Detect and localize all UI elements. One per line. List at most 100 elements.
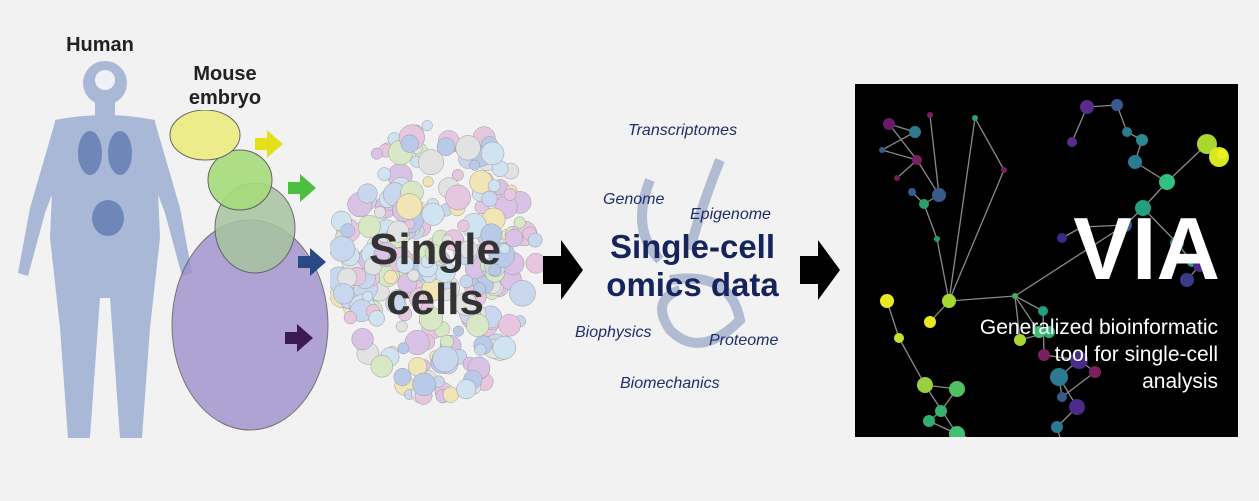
graph-node (1122, 127, 1132, 137)
cell (370, 147, 383, 160)
cell (357, 215, 381, 238)
protein-structure-icon (637, 158, 746, 348)
via-title: VIA (1073, 199, 1220, 298)
graph-node (894, 333, 904, 343)
cell (351, 328, 374, 351)
cell (480, 141, 505, 166)
human-label: Human (66, 34, 134, 56)
graph-node (1128, 155, 1142, 169)
cell (487, 179, 501, 193)
graph-node (1051, 421, 1063, 433)
cell (492, 336, 516, 360)
cell (472, 282, 486, 295)
cell (407, 269, 420, 282)
cell (397, 342, 410, 355)
graph-node (924, 316, 936, 328)
cell (374, 206, 386, 219)
mouse-embryos-icon (169, 110, 329, 431)
graph-node (1012, 293, 1018, 299)
via-graph-panel: VIA Generalized bioinformatic tool for s… (855, 84, 1238, 470)
cell (488, 263, 502, 277)
cell (418, 149, 444, 176)
graph-edge (1061, 371, 1096, 398)
cell (333, 283, 355, 305)
cell (395, 255, 414, 274)
graph-node (1014, 334, 1026, 346)
cell (504, 228, 524, 248)
graph-node (1069, 399, 1085, 415)
cell (480, 223, 503, 246)
cell (385, 293, 406, 314)
graph-node (1033, 326, 1045, 338)
cell (412, 372, 436, 397)
cell (396, 193, 423, 220)
graph-node (1038, 349, 1050, 361)
human-figure-icon (18, 61, 192, 438)
cell (459, 274, 474, 289)
omics-genome: Genome (603, 191, 665, 208)
cell (432, 346, 459, 373)
graph-edge (956, 433, 1026, 459)
graph-node (883, 118, 895, 130)
graph-node (1038, 306, 1048, 316)
graph-edge (1014, 295, 1044, 312)
graph-node (949, 426, 965, 442)
graph-node (932, 188, 946, 202)
graph-node (1180, 273, 1194, 287)
cell (456, 379, 477, 400)
graph-edge (1014, 295, 1040, 333)
graph-node (1080, 100, 1094, 114)
graph-edge (888, 123, 918, 161)
cell (400, 134, 419, 153)
cell (466, 313, 490, 337)
graph-node (1070, 351, 1088, 369)
cell (455, 135, 481, 161)
omics-epigenome: Epigenome (690, 206, 771, 223)
cell (425, 244, 444, 263)
graph-node (1135, 200, 1151, 216)
cell (422, 176, 434, 188)
graph-node (879, 147, 885, 153)
graph-edge (1014, 224, 1126, 297)
cell (377, 167, 392, 181)
cell (513, 216, 526, 229)
omics-transcriptomes: Transcriptomes (628, 122, 738, 139)
graph-edge (898, 337, 926, 386)
via-subtitle: Generalized bioinformatic tool for singl… (979, 316, 1218, 393)
graph-edge (936, 238, 950, 302)
graph-node (923, 415, 935, 427)
graph-edge (1142, 207, 1178, 244)
graph-node (908, 188, 916, 196)
graph-node (1136, 134, 1148, 146)
cell (498, 314, 521, 337)
graph-node (934, 236, 940, 242)
omics-biomechanics: Biomechanics (620, 375, 720, 392)
cell (330, 235, 356, 262)
cell (441, 234, 453, 246)
cell (419, 306, 444, 331)
cell (383, 270, 398, 285)
cell (469, 159, 481, 171)
single-cells-label: Single cells (368, 225, 502, 324)
arrow-right-icon (800, 240, 840, 300)
graph-node (1159, 174, 1175, 190)
graph-node (1197, 134, 1217, 154)
omics-title: Single-cell omics data (606, 228, 779, 303)
graph-node (927, 112, 933, 118)
cell (343, 310, 357, 325)
omics-proteome: Proteome (709, 332, 779, 349)
graph-node (1118, 218, 1132, 232)
cell (395, 320, 408, 333)
cell (474, 343, 487, 356)
graph-node (1050, 368, 1068, 386)
graph-node (1001, 167, 1007, 173)
graph-node (1217, 149, 1227, 159)
graph-edge (1014, 295, 1021, 341)
cell (457, 219, 470, 232)
cell (368, 310, 385, 327)
graph-node (1111, 99, 1123, 111)
graph-node (917, 377, 933, 393)
cell (370, 355, 394, 378)
graph-edge (881, 131, 916, 151)
cell (387, 220, 410, 243)
